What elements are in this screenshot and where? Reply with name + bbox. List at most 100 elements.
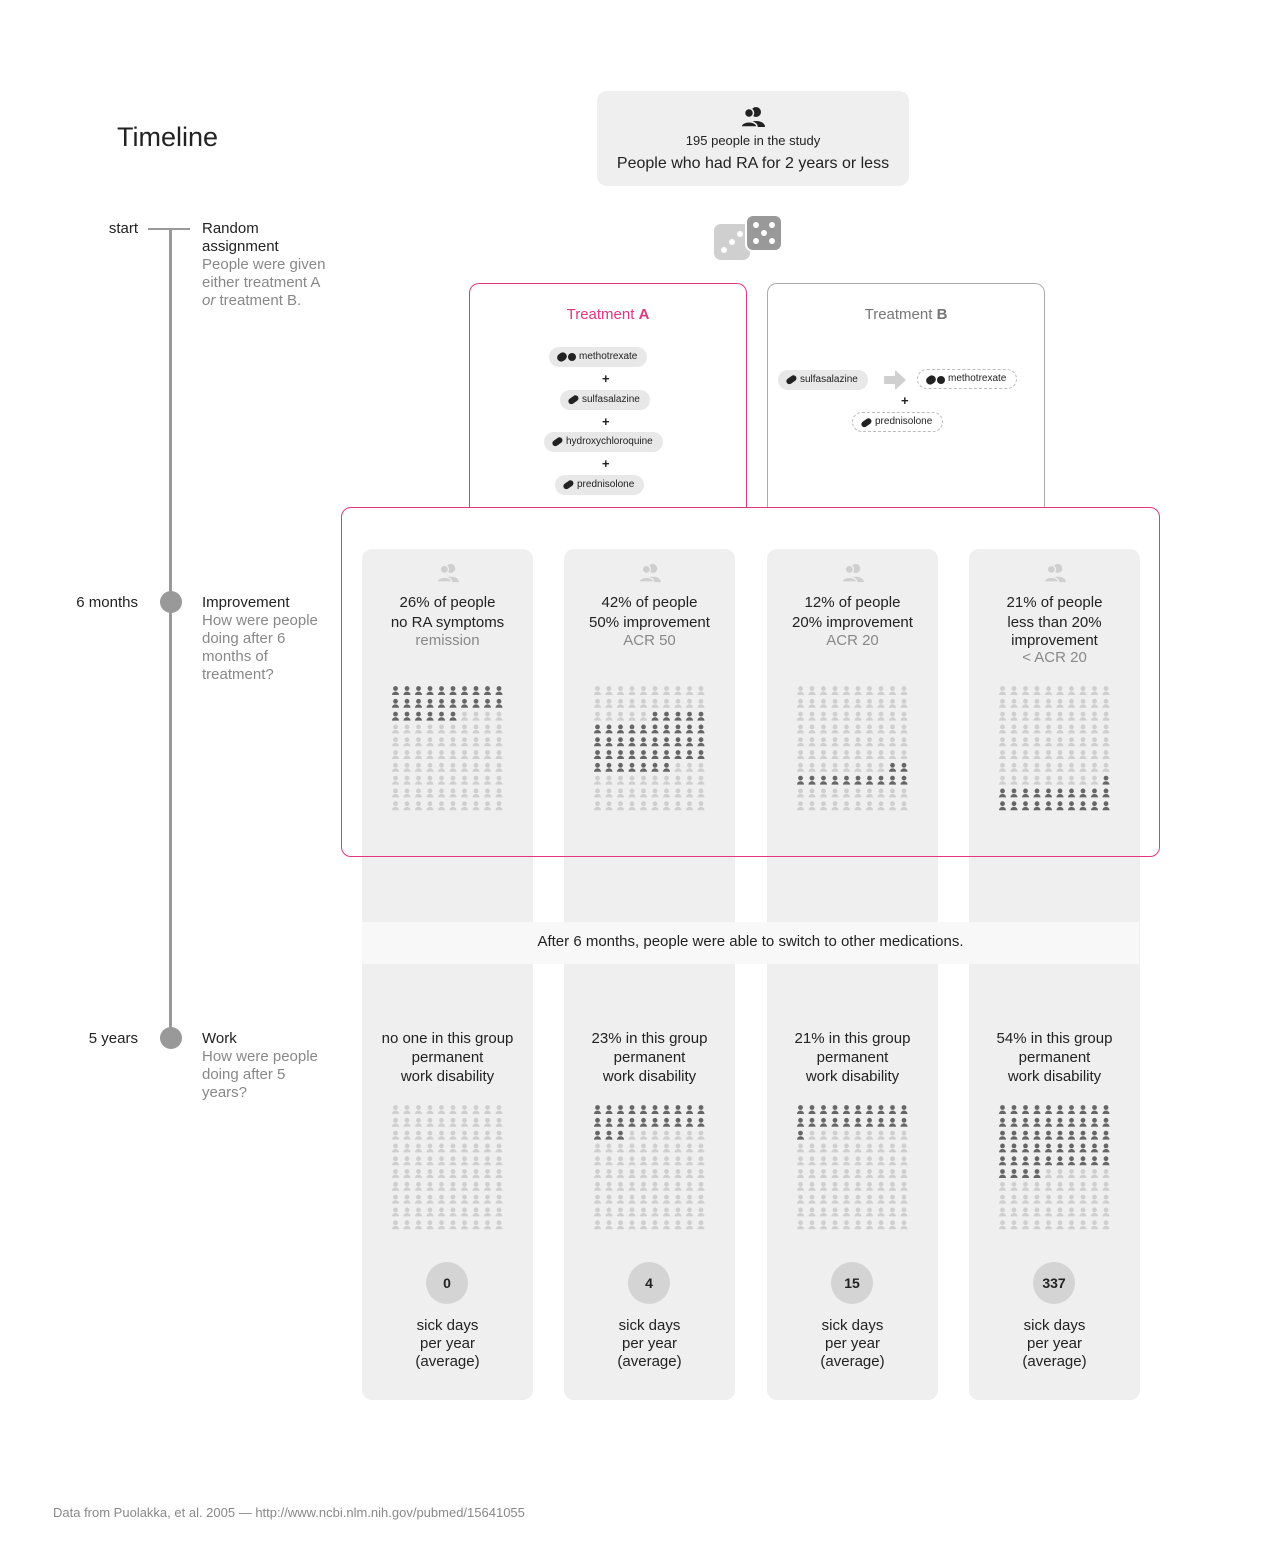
- person-icon: [1079, 762, 1087, 772]
- person-icon: [999, 1143, 1006, 1153]
- person-icon: [461, 1105, 468, 1114]
- person-icon: [877, 1169, 885, 1178]
- person-icon: [663, 1169, 670, 1178]
- person-icon: [808, 1207, 816, 1217]
- person-icon: [449, 1169, 457, 1178]
- person-icon: [461, 1156, 468, 1166]
- person-icon: [686, 724, 693, 734]
- person-icon: [1068, 801, 1075, 811]
- person-icon: [426, 1143, 434, 1153]
- person-icon: [1033, 788, 1041, 798]
- person-icon: [797, 762, 804, 772]
- person-icon: [1102, 1169, 1110, 1178]
- person-icon: [1079, 1156, 1087, 1166]
- person-icon: [697, 724, 705, 734]
- person-icon: [1056, 1207, 1064, 1217]
- person-icon: [403, 750, 411, 759]
- person-icon: [674, 801, 682, 811]
- person-icon: [1102, 788, 1110, 798]
- person-icon: [594, 1130, 601, 1140]
- person-icon: [1010, 1105, 1018, 1114]
- work-line: permanent: [411, 1049, 484, 1066]
- person-icon: [484, 775, 491, 785]
- person-icon: [403, 1105, 411, 1114]
- person-icon: [1102, 1156, 1110, 1166]
- person-icon: [1091, 1207, 1098, 1217]
- person-icon: [1033, 1156, 1041, 1166]
- person-icon: [854, 1143, 862, 1153]
- person-icon: [438, 750, 445, 759]
- person-icon: [831, 1143, 839, 1153]
- person-icon: [808, 762, 816, 772]
- person-icon: [820, 1143, 827, 1153]
- person-icon: [1056, 750, 1064, 759]
- person-icon: [449, 762, 457, 772]
- person-icon: [1091, 1143, 1098, 1153]
- person-icon: [674, 788, 682, 798]
- treatment-b-box: Treatment B sulfasalazine methotrexate +…: [767, 283, 1045, 508]
- person-icon: [686, 686, 693, 695]
- person-icon: [392, 711, 399, 721]
- person-icon: [854, 750, 862, 759]
- person-icon: [628, 1194, 636, 1204]
- person-icon: [820, 788, 827, 798]
- person-icon: [484, 1105, 491, 1114]
- person-icon: [877, 724, 885, 734]
- person-icon: [1102, 750, 1110, 759]
- person-icon: [889, 698, 896, 708]
- person-icon: [808, 788, 816, 798]
- person-icon: [651, 686, 659, 695]
- group-stat-line: less than 20%: [1007, 614, 1102, 631]
- person-icon: [640, 1181, 647, 1191]
- person-icon: [1056, 1220, 1064, 1230]
- person-icon: [484, 686, 491, 695]
- person-icon: [1010, 724, 1018, 734]
- person-icon: [854, 1105, 862, 1114]
- person-icon: [594, 1117, 601, 1127]
- person-icon: [426, 762, 434, 772]
- person-icon: [495, 724, 503, 734]
- person-icon: [866, 801, 873, 811]
- person-icon: [797, 775, 804, 785]
- person-icon: [1056, 1105, 1064, 1114]
- person-icon: [449, 788, 457, 798]
- person-icon: [594, 1194, 601, 1204]
- person-icon: [438, 1143, 445, 1153]
- person-icon: [1010, 750, 1018, 759]
- disability-people-grid: [797, 1105, 908, 1230]
- person-icon: [877, 698, 885, 708]
- person-icon: [1102, 762, 1110, 772]
- person-icon: [854, 1130, 862, 1140]
- person-icon: [900, 750, 908, 759]
- person-icon: [999, 1105, 1006, 1114]
- person-icon: [628, 750, 636, 759]
- person-icon: [594, 775, 601, 785]
- person-icon: [999, 775, 1006, 785]
- person-icon: [831, 1220, 839, 1230]
- person-icon: [1079, 1169, 1087, 1178]
- person-icon: [797, 1117, 804, 1127]
- person-icon: [392, 788, 399, 798]
- person-icon: [1068, 1143, 1075, 1153]
- person-icon: [1091, 686, 1098, 695]
- person-icon: [1079, 750, 1087, 759]
- person-icon: [820, 1220, 827, 1230]
- person-icon: [617, 686, 624, 695]
- person-icon: [415, 1169, 422, 1178]
- person-icon: [461, 1194, 468, 1204]
- person-icon: [843, 698, 850, 708]
- person-icon: [484, 1181, 491, 1191]
- person-icon: [999, 698, 1006, 708]
- person-icon: [403, 698, 411, 708]
- person-icon: [628, 1169, 636, 1178]
- person-icon: [889, 1143, 896, 1153]
- person-icon: [663, 711, 670, 721]
- person-icon: [1022, 1143, 1029, 1153]
- person-icon: [1091, 1194, 1098, 1204]
- person-icon: [640, 1156, 647, 1166]
- person-icon: [697, 1220, 705, 1230]
- person-icon: [820, 1117, 827, 1127]
- person-icon: [808, 1105, 816, 1114]
